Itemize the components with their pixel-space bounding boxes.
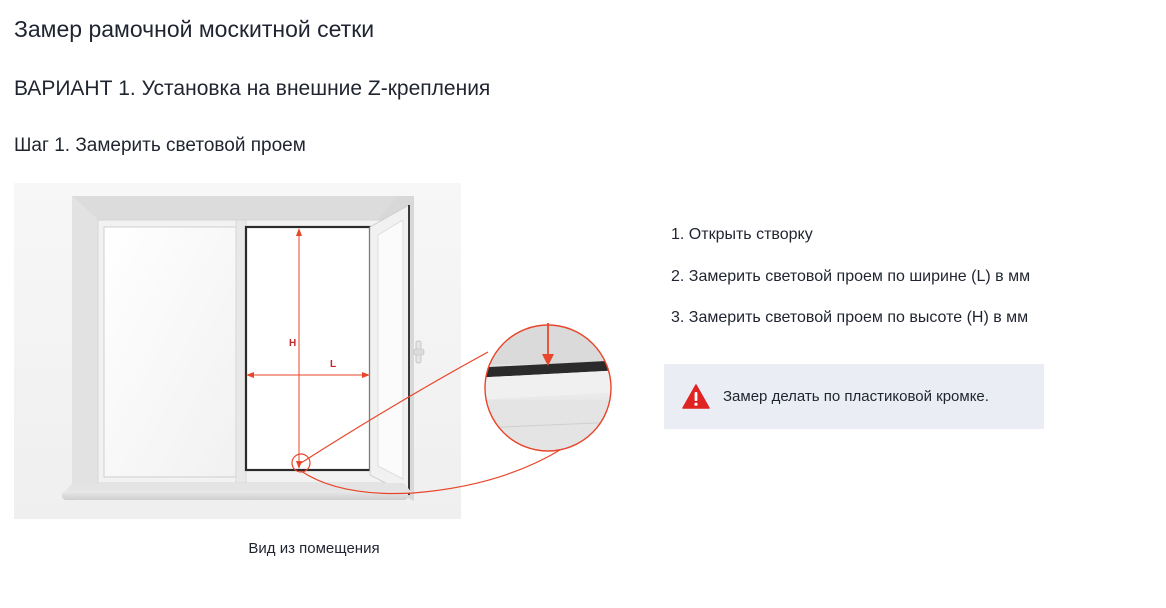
instruction-item: 2. Замерить световой проем по ширине (L)… [671, 267, 1031, 285]
figure-caption: Вид из помещения [248, 540, 380, 557]
variant-heading: ВАРИАНТ 1. Установка на внешние Z-крепле… [14, 77, 491, 100]
instruction-item: 3. Замерить световой проем по высоте (Н)… [671, 309, 1029, 326]
step-heading: Шаг 1. Замерить световой проем [14, 135, 306, 156]
niche-left [72, 196, 98, 501]
window-measurement-illustration: H L [14, 183, 461, 519]
warning-note-text: Замер делать по пластиковой кромке. [723, 388, 989, 405]
instruction-list: 1. Открыть створку 2. Замерить световой … [671, 224, 1030, 349]
warning-triangle-icon [682, 384, 710, 409]
niche-top [72, 196, 397, 220]
warning-note: Замер делать по пластиковой кромке. [664, 364, 1044, 429]
window-sill [64, 483, 412, 493]
light-opening [244, 225, 372, 472]
detail-marker [291, 453, 311, 473]
page-title: Замер рамочной москитной сетки [14, 16, 375, 42]
detail-magnifier [300, 323, 612, 495]
height-label: H [289, 338, 296, 349]
arrow-down-icon [542, 354, 554, 366]
instruction-item: 1. Открыть створку [671, 226, 813, 243]
left-pane [103, 226, 237, 478]
width-label: L [330, 359, 336, 370]
